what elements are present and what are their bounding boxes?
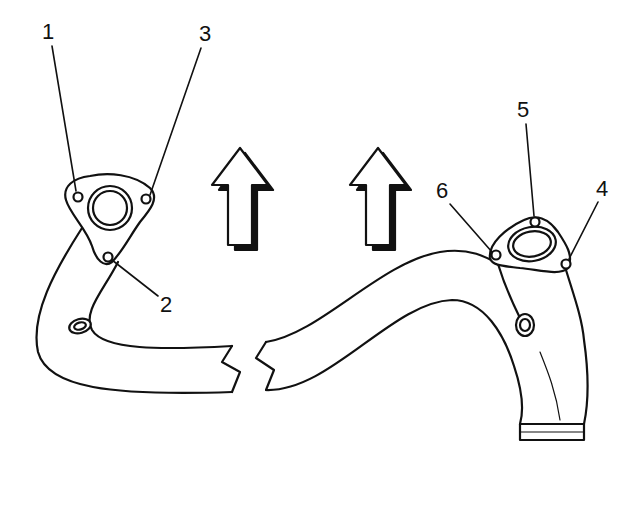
callout-number: 6 xyxy=(435,180,449,202)
callout-number: 5 xyxy=(516,99,530,121)
callout-number: 2 xyxy=(159,294,173,316)
callout-number: 1 xyxy=(41,21,55,43)
callout-number: 3 xyxy=(198,23,212,45)
callout-number: 4 xyxy=(595,178,609,200)
